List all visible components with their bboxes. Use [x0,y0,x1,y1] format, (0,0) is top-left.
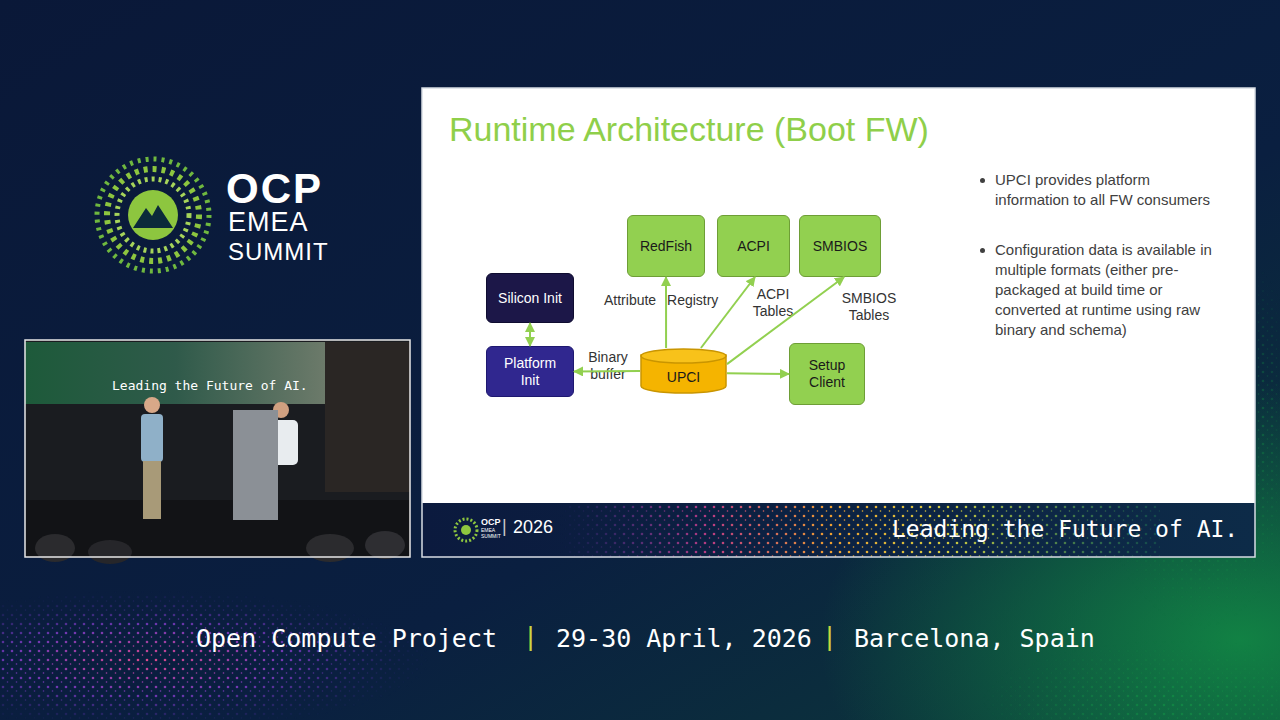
photo-frame [25,340,410,557]
node-label: Platform Init [501,355,559,389]
node-label: UPCI [667,369,700,386]
connector-arrow [574,370,640,373]
slide-body [422,88,1255,503]
slide [422,88,1255,557]
node-label: SMBIOS [813,238,867,255]
mini-logo-subtitle: SUMMIT [481,533,501,539]
logo-mountain [133,205,173,228]
edge-label: SMBIOS Tables [839,290,899,324]
node-label: Setup Client [802,357,852,391]
process-box: ACPI [717,215,790,277]
node-label: ACPI [737,238,770,255]
speaker-shirt [141,414,163,462]
mini-logo-wordmark: OCP [481,517,501,527]
separator: | [523,622,538,651]
logo-core [128,190,178,240]
data-store-cylinder: UPCI [640,348,727,394]
process-box: SMBIOS [799,215,881,277]
event-name: Open Compute Project [196,624,497,653]
bullet-dot [980,178,985,183]
separator: | [502,516,507,537]
node-label: RedFish [640,238,692,255]
bullet-text: UPCI provides platform information to al… [995,170,1227,210]
stage-screen [25,342,325,404]
edge-label: ACPI Tables [748,286,798,320]
process-box: Platform Init [486,346,574,397]
speaker-trousers [143,461,161,519]
audience-head [88,540,132,564]
edge-label: Binary buffer [583,349,633,383]
process-box: Silicon Init [486,273,574,323]
slide-title: Runtime Architecture (Boot FW) [449,110,929,149]
logo-ring [117,179,189,251]
speaker-photo [25,340,410,564]
event-date: 29-30 April, 2026 [556,624,812,653]
audience-head [306,534,354,562]
connector-arrow [727,277,844,364]
audience-head [35,534,75,562]
logo-wordmark: OCP [226,165,323,213]
logo-subtitle: SUMMIT [228,238,329,266]
footer-slogan: Leading the Future of AI. [892,516,1238,542]
slide-footer [422,503,1255,557]
bullet-text: Configuration data is available in multi… [995,240,1227,340]
connector-arrow [727,372,789,375]
bullet-dot [980,248,985,253]
mini-logo-subtitle: EMEA [481,527,495,533]
audience-head [365,531,405,559]
mini-logo-core [461,525,471,535]
speaker-head [144,397,160,413]
process-box: RedFish [627,215,705,277]
separator: | [822,622,837,651]
logo-subtitle: EMEA [228,207,309,238]
event-year: 2026 [513,517,553,538]
node-label: Silicon Init [498,290,562,307]
screen-slogan: Leading the Future of AI. [112,378,308,393]
process-box: Setup Client [789,343,865,405]
podium [233,410,278,520]
event-location: Barcelona, Spain [854,624,1095,653]
slide-frame [422,88,1255,557]
connector-arrow [665,277,667,348]
ocp-logo [97,159,209,271]
logo-ring [97,159,209,271]
stage-dark [25,340,410,557]
stage-wall [325,342,410,492]
mini-logo [455,519,477,541]
cylinder-top [641,349,726,363]
edge-label: Attribute Registry [604,292,718,309]
connector-arrow [701,277,755,348]
connector-arrow [529,323,531,346]
logo-ring [107,169,199,261]
